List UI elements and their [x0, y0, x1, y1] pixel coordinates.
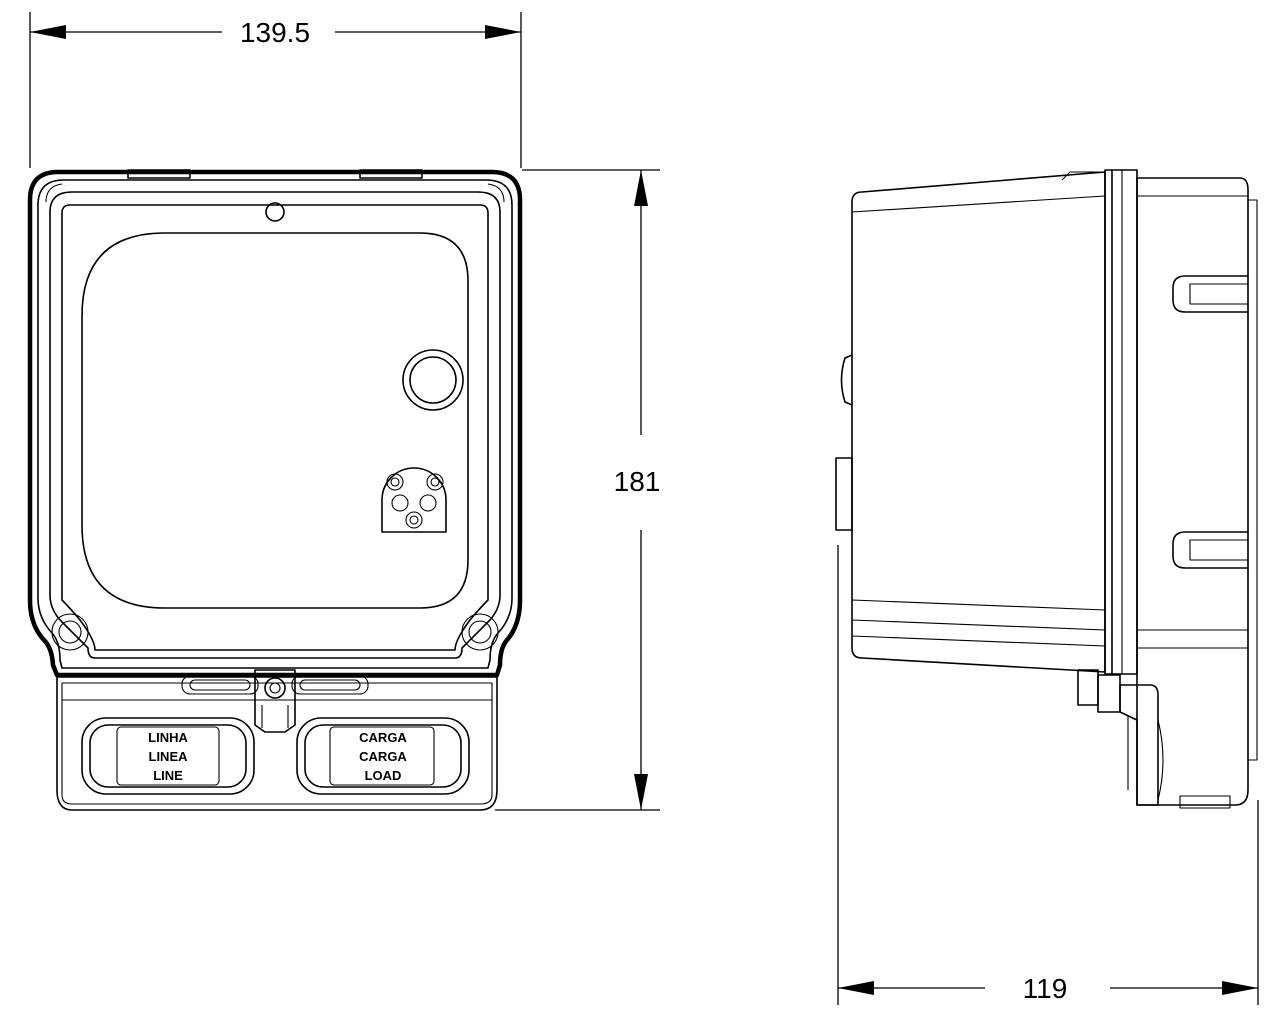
width-arrow-left — [30, 25, 66, 39]
corner-boss-left — [51, 613, 89, 651]
seal-screw-housing — [254, 669, 296, 733]
side-flange — [1104, 169, 1138, 675]
height-dimension: 181 — [495, 169, 661, 811]
front-view: LINHA LINEA LINE CARGA CARGA LOAD — [27, 169, 523, 811]
width-dimension: 139.5 — [29, 12, 522, 168]
load-label-es: CARGA — [359, 749, 407, 764]
side-base — [1136, 177, 1249, 806]
width-arrow-right — [485, 25, 521, 39]
load-label-en: LOAD — [365, 768, 402, 783]
front-panel — [61, 204, 489, 651]
front-housing-inner-outline — [37, 179, 513, 669]
side-terminal-clip — [1077, 669, 1231, 809]
corner-bosses — [45, 183, 505, 651]
line-label-en: LINE — [153, 768, 183, 783]
push-button — [409, 356, 457, 404]
push-button-outer — [402, 349, 464, 411]
side-cover — [851, 171, 1106, 673]
height-value: 181 — [614, 466, 661, 497]
depth-arrow-left — [838, 981, 874, 995]
depth-value: 119 — [1023, 973, 1068, 1004]
width-value: 139.5 — [240, 17, 310, 48]
optical-port — [381, 467, 447, 533]
corner-boss-right — [461, 613, 499, 651]
line-label-es: LINEA — [149, 749, 189, 764]
mount-rib-upper — [1172, 275, 1249, 313]
line-label-pt: LINHA — [148, 730, 188, 745]
seal-clip — [181, 669, 369, 733]
front-housing-outline — [27, 169, 523, 678]
terminal-cover — [56, 676, 498, 811]
display-window — [81, 232, 469, 609]
height-arrow-bottom — [634, 774, 648, 810]
front-bevel-frame — [49, 191, 501, 659]
mount-rib-lower — [1172, 531, 1249, 569]
side-view — [835, 169, 1258, 809]
side-button — [840, 354, 853, 406]
optical-port-body — [381, 467, 447, 533]
load-label-plate: CARGA CARGA LOAD — [296, 717, 470, 795]
side-optical-port — [835, 457, 853, 531]
top-hole — [265, 202, 285, 222]
load-label-pt: CARGA — [359, 730, 407, 745]
depth-arrow-right — [1222, 981, 1258, 995]
depth-dimension: 119 — [837, 545, 1259, 1005]
line-label-plate: LINHA LINEA LINE — [81, 717, 255, 795]
seal-screw — [264, 677, 286, 699]
side-back-rail — [1247, 199, 1258, 761]
height-arrow-top — [634, 170, 648, 206]
